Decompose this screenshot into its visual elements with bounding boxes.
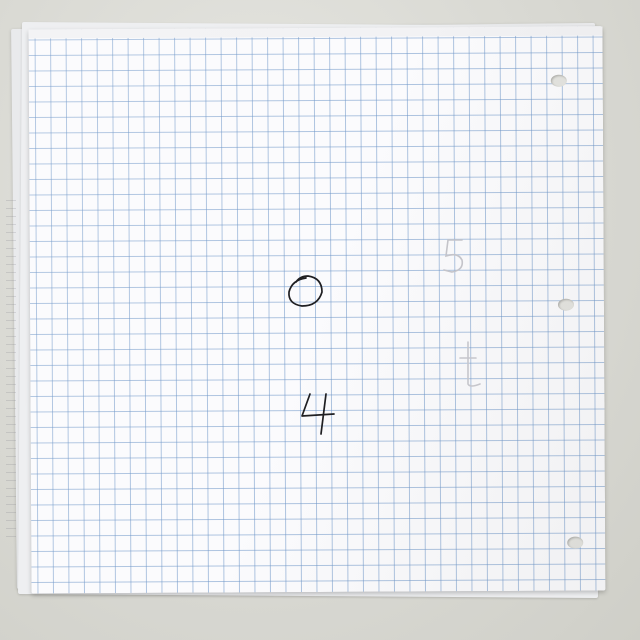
punch-hole-top — [550, 74, 567, 87]
graph-paper-sheet — [28, 26, 606, 594]
punch-hole-bottom — [567, 536, 584, 549]
paper-top-band — [28, 26, 603, 39]
punch-hole-middle — [557, 298, 575, 311]
paper-stack-edges — [6, 200, 16, 540]
